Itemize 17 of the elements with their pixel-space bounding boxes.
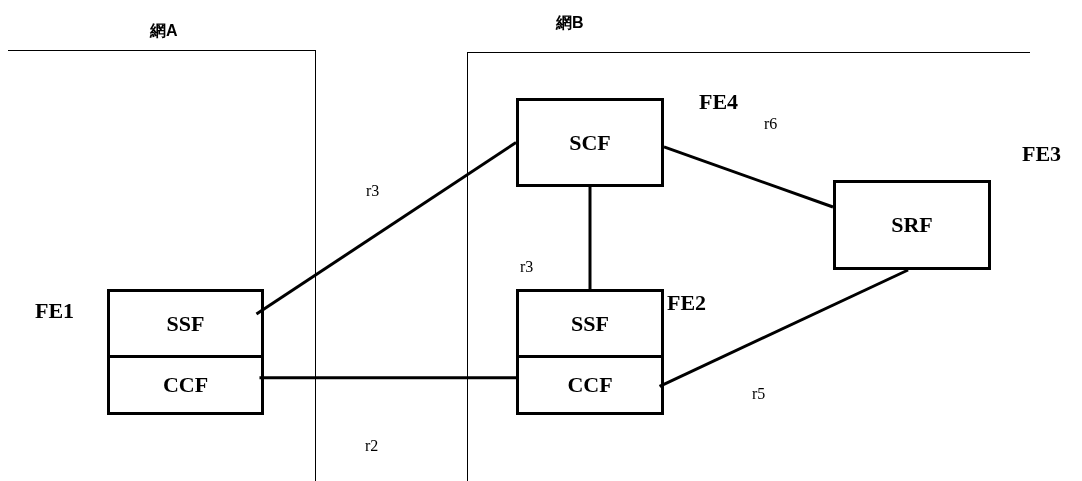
entity-label: FE1 xyxy=(35,298,75,324)
function-label: SSF xyxy=(166,310,205,337)
function-label: CCF xyxy=(567,372,613,398)
function-label: SCF xyxy=(569,129,611,156)
entity-label: FE2 xyxy=(667,290,707,316)
function-label: SRF xyxy=(891,212,933,238)
entity-label: FE3 xyxy=(1022,141,1062,167)
connector-line xyxy=(259,376,519,380)
function-label: CCF xyxy=(162,372,209,398)
connector-line xyxy=(658,268,909,388)
entity-label: FE4 xyxy=(699,89,739,115)
function-label: SSF xyxy=(571,310,609,337)
network-label: 網B xyxy=(556,13,584,33)
connector-line xyxy=(588,187,592,292)
network-label: 網A xyxy=(150,21,178,41)
connector-line xyxy=(663,145,834,209)
connector-line xyxy=(255,141,517,316)
